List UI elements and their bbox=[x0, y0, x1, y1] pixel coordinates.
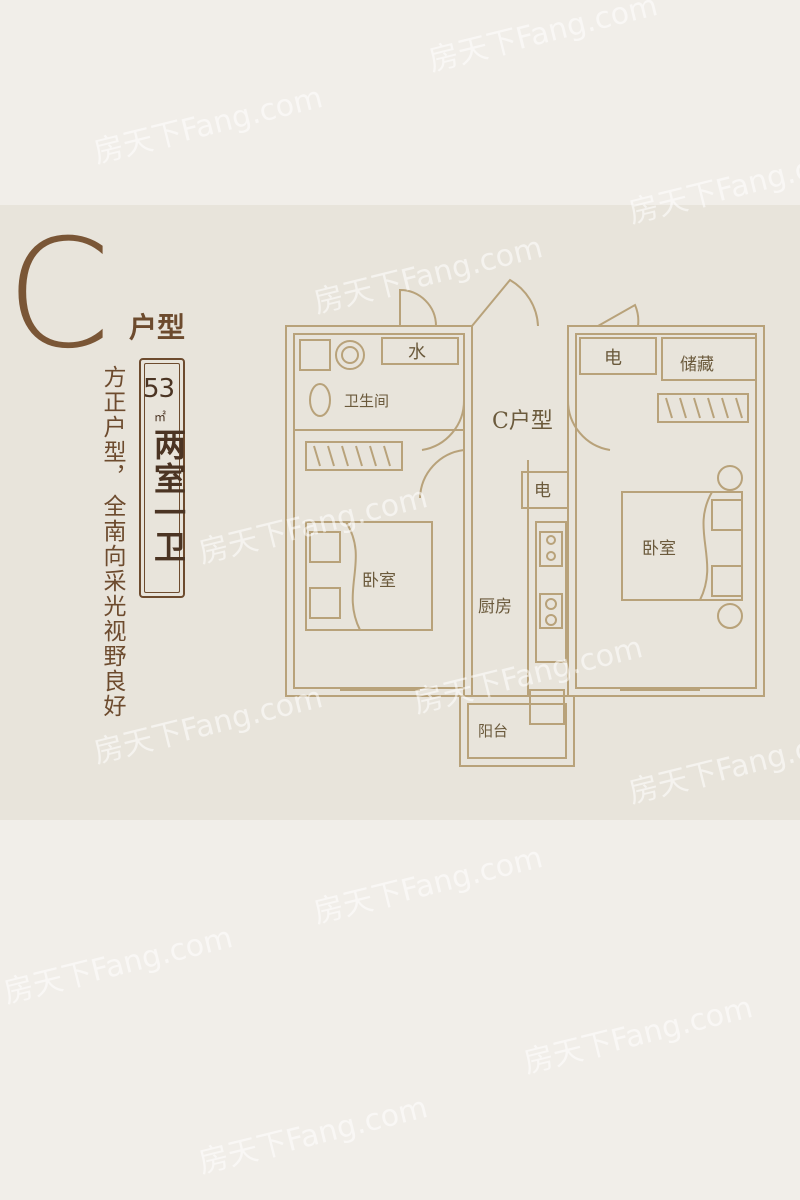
door-arc-bedroom-right bbox=[566, 399, 611, 451]
label-electric-2: 电 bbox=[534, 481, 551, 501]
area-number: 53 bbox=[143, 374, 175, 404]
toilet bbox=[309, 383, 331, 417]
electric-box-mid bbox=[521, 471, 569, 509]
wardrobe-right bbox=[657, 393, 749, 423]
watermark: 房天下Fang.com bbox=[310, 840, 547, 931]
floor-plan: 水 卫生间 C户型 电 储藏 电 卧室 卧室 厨房 阳台 bbox=[285, 278, 765, 767]
label-center: C户型 bbox=[492, 409, 553, 434]
label-balcony: 阳台 bbox=[478, 722, 508, 740]
kitchen-counter bbox=[535, 521, 567, 663]
type-suffix: 户型 bbox=[129, 311, 186, 344]
label-kitchen: 厨房 bbox=[478, 597, 512, 617]
watermark: 房天下Fang.com bbox=[0, 920, 237, 1011]
label-bedroom-left: 卧室 bbox=[362, 571, 396, 591]
label-electric-1: 电 bbox=[604, 348, 622, 369]
area-badge bbox=[139, 358, 185, 598]
storage-box bbox=[661, 337, 757, 381]
bathroom-sink bbox=[335, 340, 365, 370]
balcony-box bbox=[529, 689, 565, 725]
area-unit: ㎡ bbox=[154, 410, 167, 424]
watermark: 房天下Fang.com bbox=[425, 0, 662, 79]
bathroom-shower bbox=[299, 339, 331, 371]
label-storage: 储藏 bbox=[680, 355, 714, 375]
door-arc-bathroom bbox=[399, 288, 437, 327]
label-water: 水 bbox=[408, 342, 426, 363]
type-letter: C bbox=[6, 208, 111, 382]
door-arc-hall bbox=[421, 399, 466, 451]
bed-right bbox=[621, 491, 743, 601]
bed-left bbox=[305, 521, 433, 631]
left-unit-inner-walls bbox=[293, 333, 465, 689]
area-badge-inner bbox=[144, 363, 180, 593]
door-arc-right bbox=[597, 303, 640, 327]
description-line-2: 全南向采光视野良好 bbox=[99, 494, 125, 719]
label-bathroom: 卫生间 bbox=[344, 392, 389, 410]
description-line-1: 方正户型， bbox=[99, 365, 125, 490]
door-arc-entry bbox=[471, 278, 539, 327]
electric-box-right bbox=[579, 337, 657, 375]
wardrobe-left bbox=[305, 441, 403, 471]
left-unit-walls bbox=[285, 325, 473, 697]
watermark: 房天下Fang.com bbox=[520, 990, 757, 1081]
watermark: 房天下Fang.com bbox=[90, 80, 327, 171]
label-bedroom-right: 卧室 bbox=[642, 539, 676, 559]
door-arc-bedroom-left bbox=[419, 449, 465, 499]
water-box bbox=[381, 337, 459, 365]
watermark: 房天下Fang.com bbox=[195, 1090, 432, 1181]
layout-text: 两室一卫 bbox=[149, 428, 187, 564]
balcony-walls bbox=[459, 695, 575, 767]
right-unit-inner-walls bbox=[575, 333, 757, 689]
right-unit-walls bbox=[567, 325, 765, 697]
